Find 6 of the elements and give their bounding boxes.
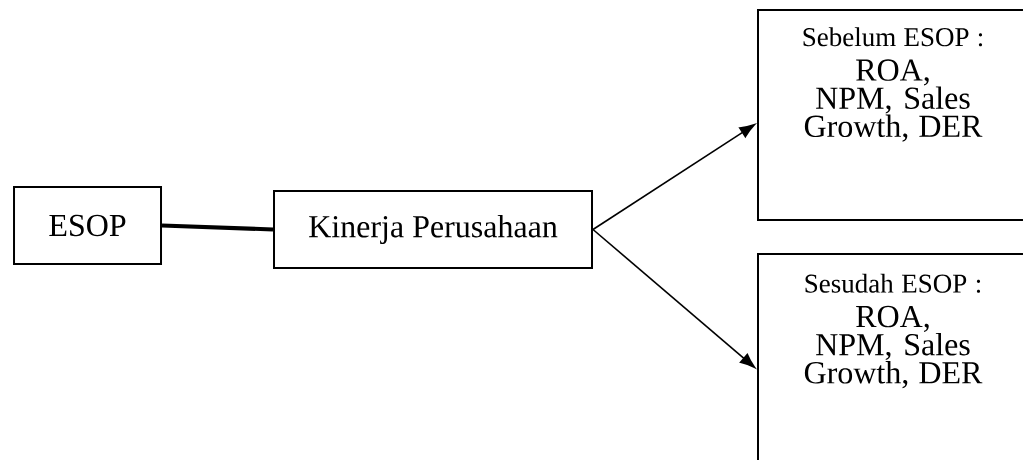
- text-box: Kinerja Perusahaan: [273, 190, 593, 269]
- text-box: Sesudah ESOP : ROA, NPM, Sales Growth, DER: [757, 253, 1023, 460]
- text-box: Sebelum ESOP : ROA, NPM, Sales Growth, DER: [757, 9, 1023, 221]
- text-box: ESOP: [13, 186, 162, 265]
- arrow: [592, 124, 755, 231]
- arrow: [592, 228, 756, 369]
